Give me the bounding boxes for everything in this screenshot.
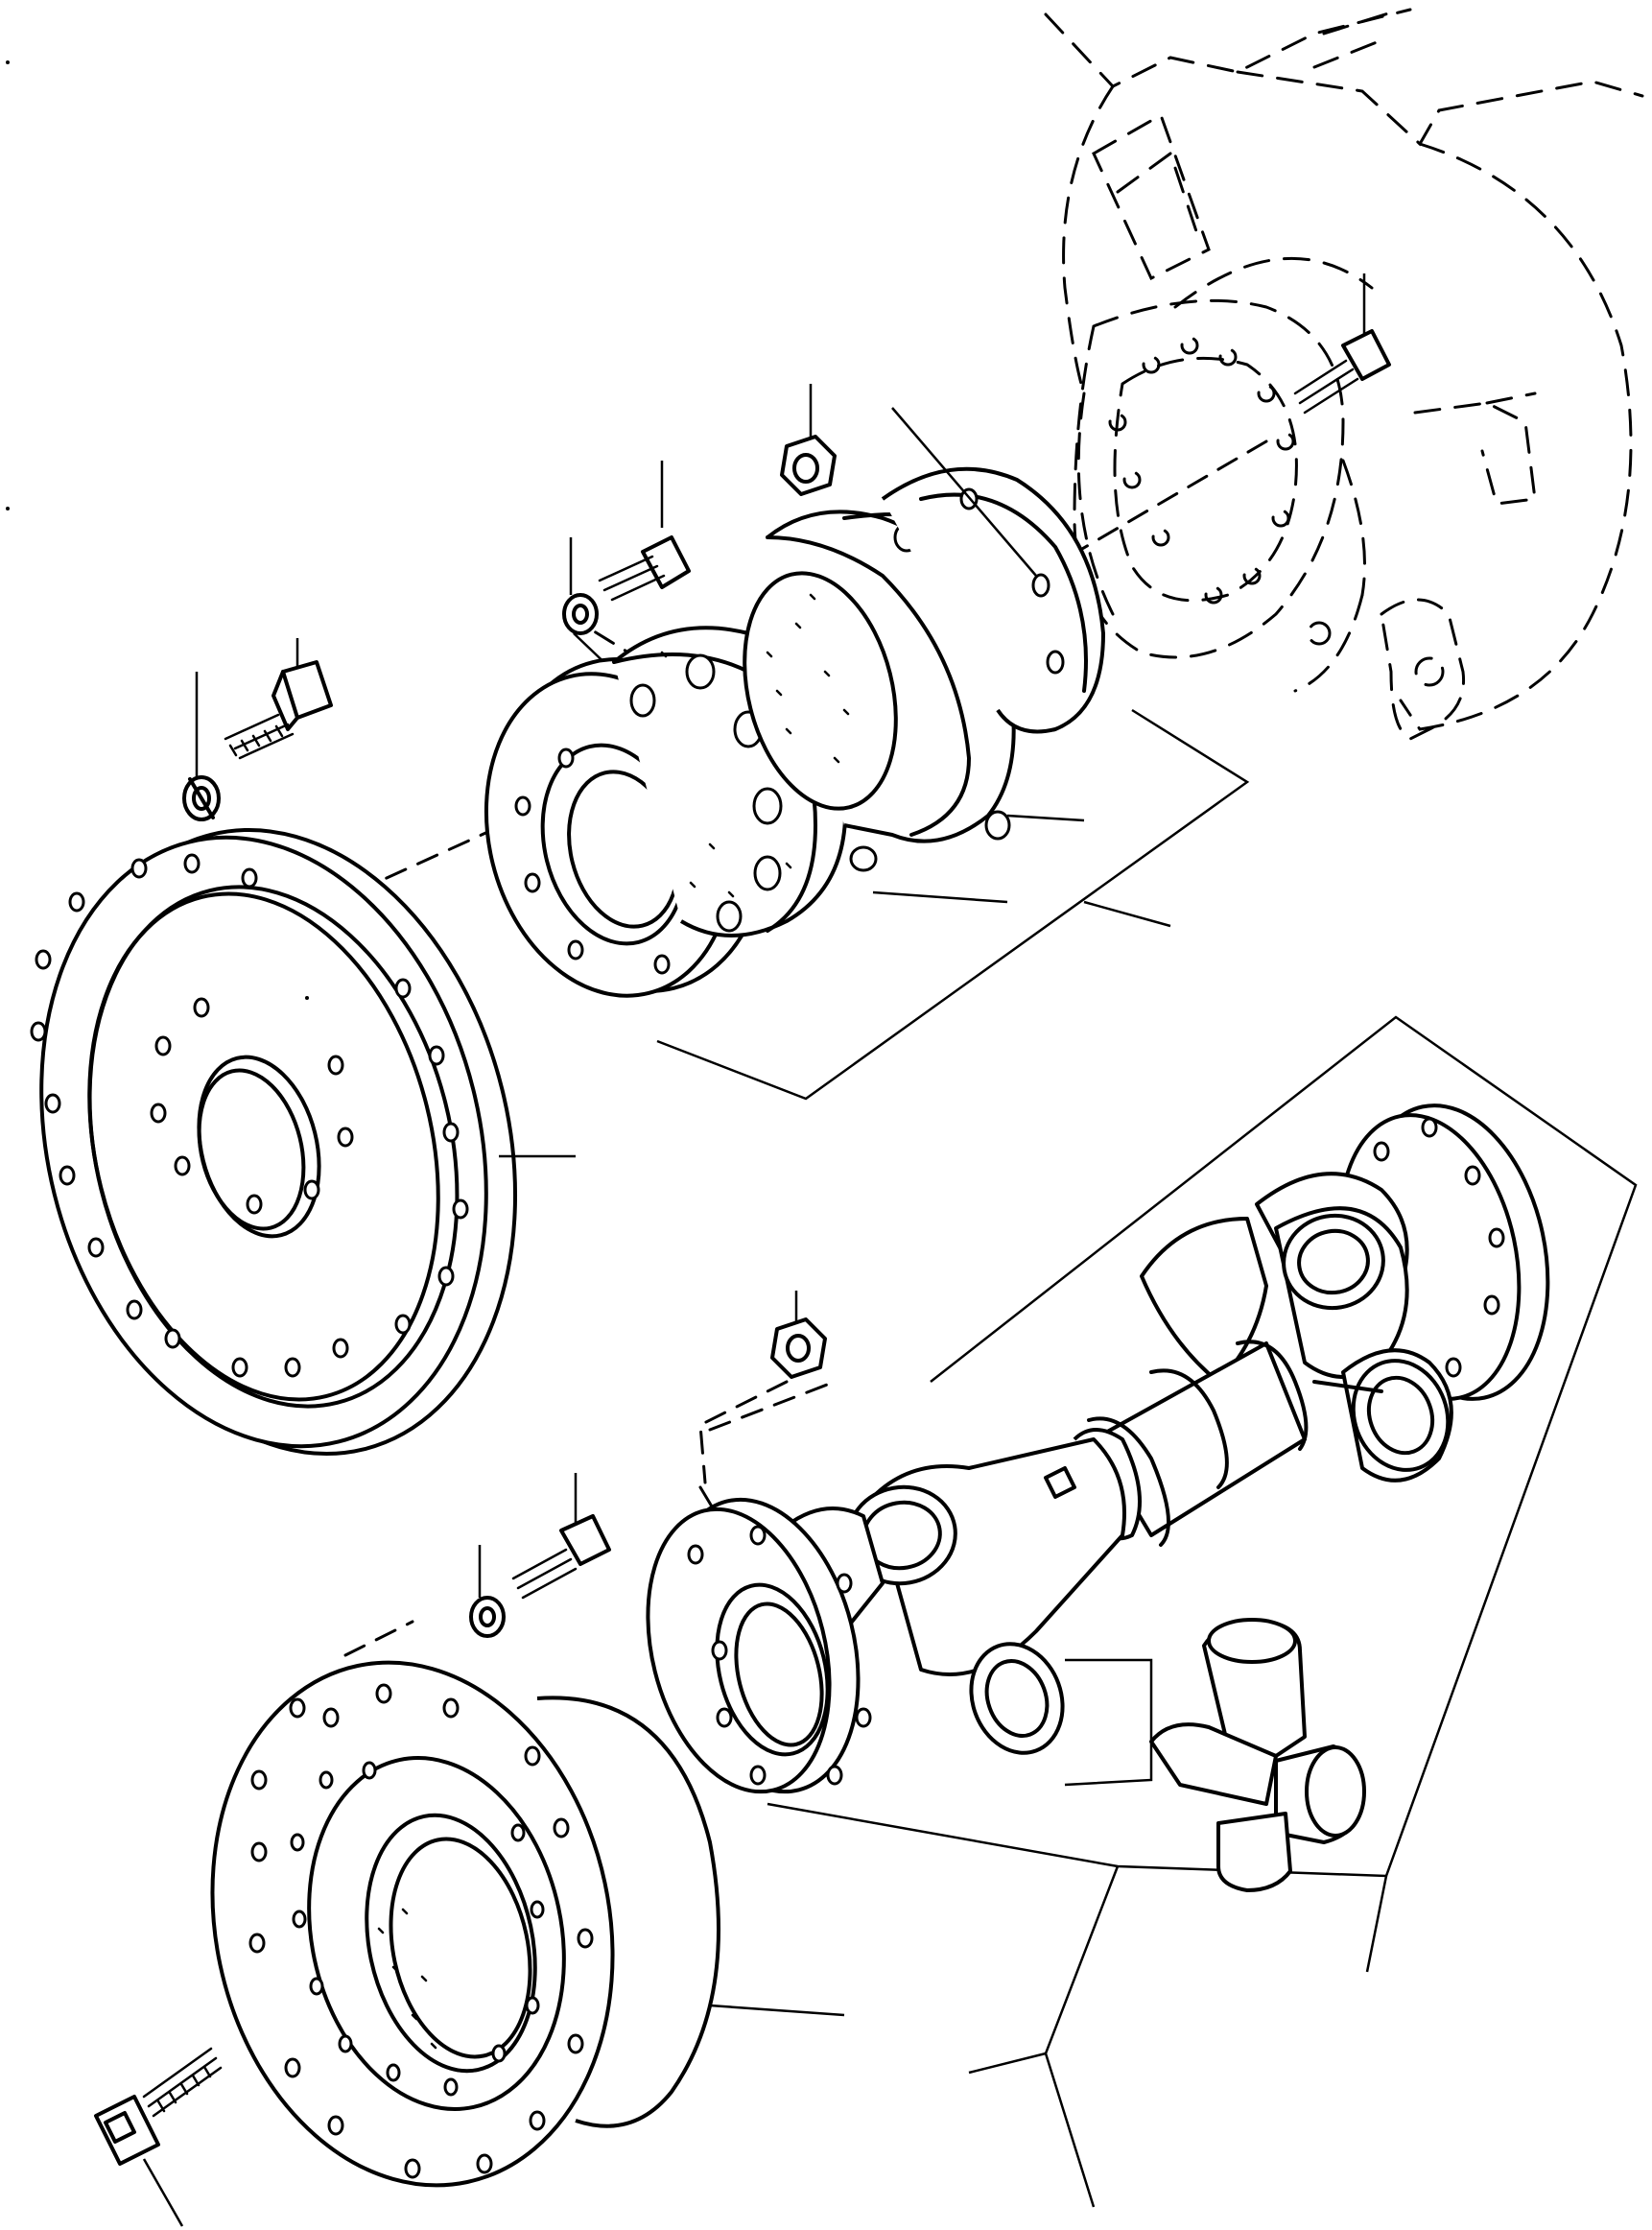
leader-fasteners-lower [478,1473,578,1598]
scan-marks [6,60,309,1000]
cap-screw-center-top [598,535,691,602]
lock-washer-upper-left [182,775,221,821]
coupling-kit-bracket [656,407,1250,1101]
cap-screw-upper-right [1293,329,1391,415]
universal-joint-rear [1140,1103,1550,1483]
engine-flywheel-housing [1044,8,1644,741]
universal-joint-front [646,1437,1126,1794]
spider-cross [1149,1618,1366,1892]
leader-fasteners-center [569,384,813,673]
leader-fasteners-upper-left [195,638,299,777]
socket-head-screw [94,2047,223,2166]
lock-washer-lower [469,1596,506,1638]
lock-nut-top [780,435,837,496]
coupling-flange-lower [210,1660,720,2188]
lock-washer-center-top [562,593,599,635]
flywheel-adapter-plate [30,828,518,1456]
drive-shaft-bracket [767,1015,1638,2208]
leader-coupling-flange-lower [709,2004,845,2017]
cap-screw-upper-left [224,660,333,760]
center-line-lock-nut [698,1380,789,1484]
leader-socket-head-screw [142,2158,184,2227]
cap-screw-lower [511,1514,611,1600]
leader-spider-cross [1064,1658,1153,1787]
lock-nut-drive-shaft [770,1317,827,1379]
